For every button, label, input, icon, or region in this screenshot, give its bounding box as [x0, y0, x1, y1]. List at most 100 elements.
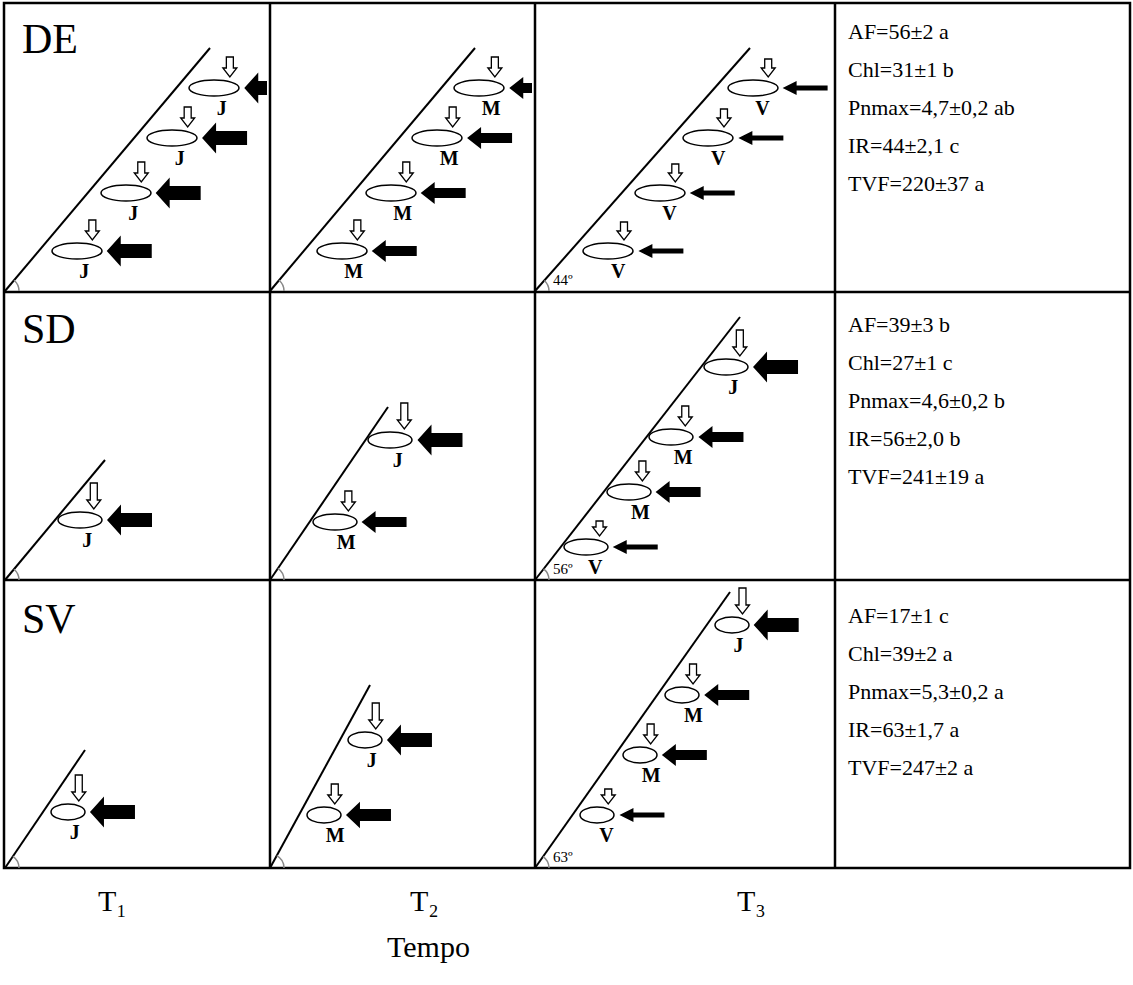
- angle-arc: [544, 281, 549, 291]
- light-arrow: [387, 725, 432, 756]
- stem-line: [5, 750, 85, 868]
- stem-line: [535, 317, 740, 580]
- column-line: [834, 3, 837, 868]
- light-arrow: [690, 186, 735, 200]
- shade-arrow: [446, 107, 460, 127]
- leaf-ellipse: [51, 804, 85, 820]
- row-label: DE: [22, 16, 78, 62]
- age-letter: M: [393, 203, 412, 223]
- age-letter: V: [662, 203, 676, 223]
- light-arrow: [372, 240, 417, 262]
- light-arrow: [90, 797, 135, 828]
- light-arrow: [738, 131, 783, 145]
- age-letter: M: [674, 447, 693, 467]
- leaf-ellipse: [665, 687, 699, 703]
- leaf-node: J: [146, 129, 198, 170]
- angle-arc: [14, 569, 19, 580]
- leaf-ellipse: [703, 358, 749, 376]
- shade-arrow: [72, 775, 86, 801]
- stat-value: IR=63±1,7 a: [848, 718, 959, 742]
- age-letter: M: [326, 825, 345, 845]
- shade-arrow: [397, 403, 411, 429]
- stat-value: AF=56±2 a: [848, 20, 949, 44]
- row-line: [4, 291, 1130, 294]
- light-arrow: [346, 802, 391, 828]
- row-line: [4, 579, 1130, 582]
- stem-line: [270, 407, 388, 580]
- stat-value: Pnmax=5,3±0,2 a: [848, 680, 1004, 704]
- leaf-ellipse: [682, 129, 734, 147]
- leaf-ellipse: [100, 184, 152, 202]
- shade-arrow: [399, 162, 413, 182]
- leaf-node: J: [714, 616, 750, 657]
- age-letter: V: [755, 98, 769, 118]
- leaf-ellipse: [147, 130, 197, 146]
- leaf-node: M: [606, 483, 652, 524]
- leaf-ellipse: [714, 616, 750, 634]
- shade-arrow: [717, 109, 731, 127]
- leaf-ellipse: [664, 686, 700, 704]
- leaf-ellipse: [563, 538, 609, 556]
- light-arrow: [704, 684, 749, 706]
- leaf-node: M: [316, 242, 368, 283]
- light-arrow: [509, 77, 532, 99]
- light-arrow: [753, 352, 798, 383]
- light-arrow: [107, 505, 152, 536]
- leaf-ellipse: [582, 242, 634, 260]
- leaf-ellipse: [454, 80, 504, 96]
- leaf-ellipse: [51, 242, 103, 260]
- age-letter: J: [79, 261, 89, 281]
- stat-value: AF=39±3 b: [848, 313, 950, 337]
- light-arrow: [662, 744, 707, 766]
- leaf-node: V: [727, 79, 779, 120]
- leaf-ellipse: [583, 243, 633, 259]
- stat-value: TVF=247±2 a: [848, 756, 973, 780]
- shade-arrow: [369, 703, 383, 729]
- angle-arc: [278, 568, 284, 580]
- leaf-ellipse: [704, 359, 748, 375]
- age-letter: J: [128, 203, 138, 223]
- light-arrow: [417, 425, 462, 456]
- leaf-ellipse: [58, 512, 102, 528]
- leaf-ellipse: [188, 79, 240, 97]
- angle-arc: [277, 856, 284, 868]
- column-line: [269, 3, 272, 868]
- leaf-ellipse: [57, 511, 103, 529]
- stem-line: [535, 592, 730, 868]
- stat-value: IR=44±2,1 c: [848, 134, 959, 158]
- shade-arrow: [223, 57, 237, 77]
- shade-arrow: [85, 220, 99, 240]
- leaf-ellipse: [649, 429, 693, 445]
- leaf-ellipse: [727, 79, 779, 97]
- leaf-ellipse: [580, 807, 614, 823]
- age-letter: M: [631, 502, 650, 522]
- table-border: [4, 3, 1130, 868]
- shade-arrow: [635, 461, 649, 481]
- light-arrow: [656, 481, 701, 503]
- leaf-node: J: [347, 731, 383, 772]
- leaf-ellipse: [683, 130, 733, 146]
- stat-value: Pnmax=4,6±0,2 b: [848, 389, 1005, 413]
- row-label: SD: [22, 306, 76, 352]
- age-letter: J: [217, 98, 227, 118]
- age-letter: V: [599, 825, 613, 845]
- age-letter: M: [440, 148, 459, 168]
- leaf-ellipse: [347, 731, 383, 749]
- age-letter: J: [728, 377, 738, 397]
- stat-value: IR=56±2,0 b: [848, 427, 960, 451]
- leaf-ellipse: [564, 539, 608, 555]
- row-label: SV: [22, 596, 76, 642]
- leaf-node: M: [622, 746, 663, 787]
- leaf-node: M: [411, 129, 463, 170]
- shade-arrow: [678, 406, 692, 426]
- shade-arrow: [341, 491, 355, 511]
- leaf-node: J: [51, 242, 103, 283]
- shade-arrow: [488, 57, 502, 77]
- stat-value: Chl=27±1 c: [848, 351, 953, 375]
- light-arrow: [613, 540, 658, 554]
- leaf-ellipse: [728, 80, 778, 96]
- light-arrow: [107, 236, 152, 267]
- stat-value: Chl=39±2 a: [848, 642, 953, 666]
- stem-line: [5, 460, 105, 580]
- light-arrow: [467, 127, 512, 149]
